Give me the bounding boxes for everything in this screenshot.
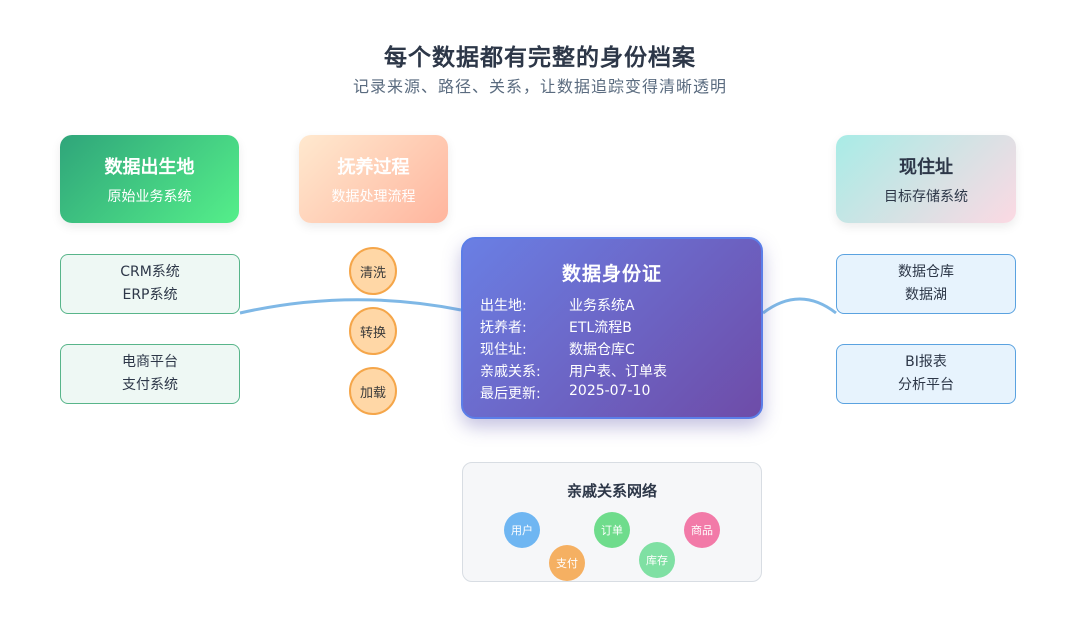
target-label: 分析平台 [898,377,954,393]
page-subtitle: 记录来源、路径、关系，让数据追踪变得清晰透明 [352,77,727,96]
id-card-value: ETL流程B [569,320,632,336]
id-card-value: 用户表、订单表 [569,364,667,380]
step-clean: 清洗 [349,247,397,295]
flow-line-right [762,297,837,315]
network-node-user: 用户 [504,512,540,548]
id-card-row: 抚养者: ETL流程B [480,317,632,337]
id-card-key: 最后更新: [480,386,541,402]
network-node-order: 订单 [594,512,630,548]
step-transform: 转换 [349,307,397,355]
flow-line-left [239,298,462,315]
process-title: 抚养过程 [337,156,410,178]
id-card-key: 出生地: [480,298,527,314]
step-load: 加载 [349,367,397,415]
residence-subtitle: 目标存储系统 [884,188,968,205]
id-card-key: 抚养者: [480,320,527,336]
network-node-payment: 支付 [549,545,585,581]
target-box-bi-analytics: BI报表 分析平台 [836,344,1016,404]
residence-header: 现住址 目标存储系统 [836,135,1016,223]
network-node-product: 商品 [684,512,720,548]
target-label: 数据湖 [905,287,947,303]
source-label: ERP系统 [122,287,178,303]
id-card-row: 出生地: 业务系统A [480,295,635,315]
id-card-row: 现住址: 数据仓库C [480,339,635,359]
source-label: CRM系统 [120,264,180,280]
birthplace-title: 数据出生地 [104,156,195,178]
target-label: BI报表 [905,354,947,370]
source-label: 电商平台 [122,354,178,370]
id-card-key: 亲戚关系: [480,364,541,380]
id-card-key: 现住址: [480,342,527,358]
id-card-title: 数据身份证 [561,263,662,285]
id-card-row: 亲戚关系: 用户表、订单表 [480,361,667,381]
data-id-card: 数据身份证 出生地: 业务系统A 抚养者: ETL流程B 现住址: 数据仓库C … [461,237,763,419]
id-card-row: 最后更新: 2025-07-10 [480,383,650,403]
birthplace-header: 数据出生地 原始业务系统 [60,135,239,223]
source-label: 支付系统 [122,377,178,393]
page-title: 每个数据都有完整的身份档案 [384,45,696,71]
target-box-warehouse-lake: 数据仓库 数据湖 [836,254,1016,314]
process-subtitle: 数据处理流程 [331,188,416,205]
network-node-inventory: 库存 [639,542,675,578]
source-box-ecommerce-payment: 电商平台 支付系统 [60,344,240,404]
id-card-value: 数据仓库C [569,342,635,358]
network-title: 亲戚关系网络 [566,482,657,500]
id-card-value: 业务系统A [569,298,635,314]
id-card-value: 2025-07-10 [569,383,651,399]
process-header: 抚养过程 数据处理流程 [299,135,448,223]
target-label: 数据仓库 [898,264,954,280]
birthplace-subtitle: 原始业务系统 [107,188,192,205]
residence-title: 现住址 [899,156,953,178]
source-box-crm-erp: CRM系统 ERP系统 [60,254,240,314]
